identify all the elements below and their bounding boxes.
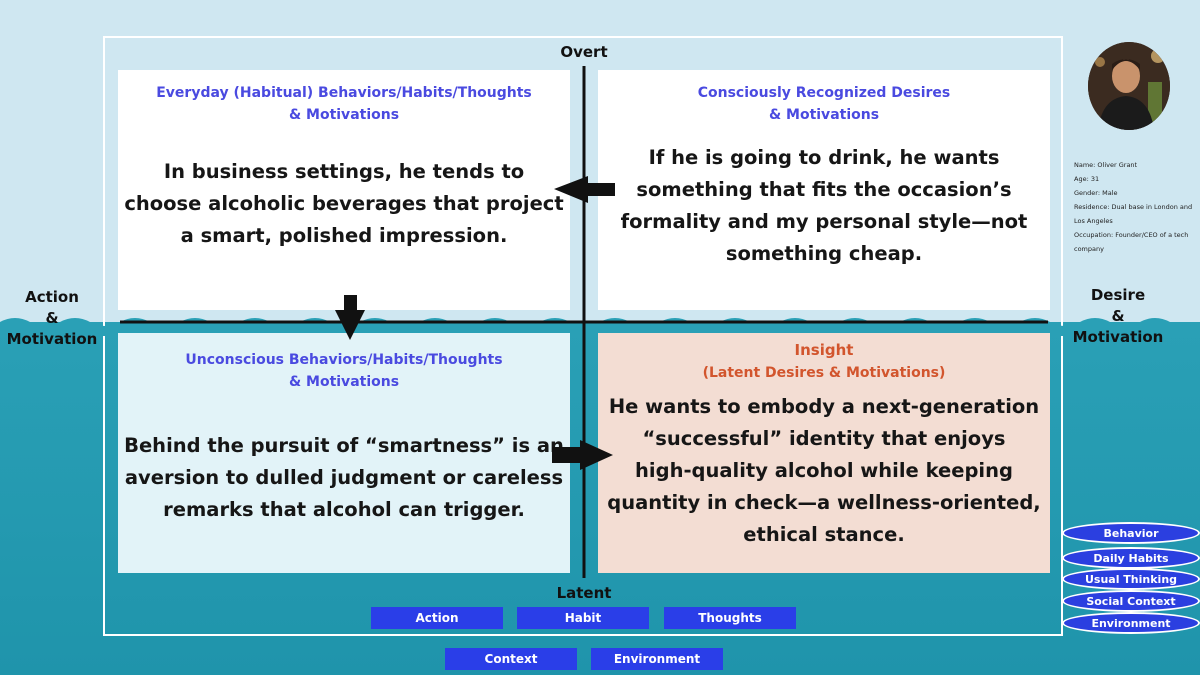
- insight-subtitle: (Latent Desires & Motivations): [702, 365, 946, 381]
- chip-habit: Habit: [517, 607, 649, 629]
- layer-usual-thinking: Usual Thinking: [1062, 568, 1200, 590]
- chip-action: Action: [371, 607, 503, 629]
- layer-environment: Environment: [1062, 612, 1200, 634]
- persona-name: Name: Oliver Grant: [1074, 161, 1138, 169]
- side-label-desire-motivation: Desire & Motivation: [1072, 286, 1164, 346]
- axis-label-latent: Latent: [556, 584, 612, 602]
- quadrant-conscious-desires: Consciously Recognized Desires & Motivat…: [598, 70, 1050, 310]
- chip-thoughts: Thoughts: [664, 607, 796, 629]
- layer-daily-habits: Daily Habits: [1062, 547, 1200, 569]
- insight-title: Insight: [794, 341, 854, 359]
- layer-social-context: Social Context: [1062, 590, 1200, 612]
- quadrant-body: Behind the pursuit of “smartness” is an …: [124, 434, 564, 521]
- chip-context: Context: [445, 648, 577, 670]
- chip-environment: Environment: [591, 648, 723, 670]
- persona-age: Age: 31: [1074, 175, 1100, 183]
- quadrant-body: He wants to embody a next-generation “su…: [607, 395, 1041, 546]
- persona-residence: Residence: Dual base in London and Los A…: [1074, 203, 1193, 225]
- persona-occupation: Occupation: Founder/CEO of a tech compan…: [1074, 231, 1189, 253]
- axis-label-overt: Overt: [560, 43, 608, 61]
- quadrant-body: In business settings, he tends to choose…: [124, 160, 564, 247]
- quadrant-title: Unconscious Behaviors/Habits/Thoughts & …: [185, 352, 503, 390]
- quadrant-unconscious-behaviors: Unconscious Behaviors/Habits/Thoughts & …: [118, 333, 570, 573]
- diagram-frame: [103, 36, 1063, 636]
- persona-details: Name: Oliver Grant Age: 31 Gender: Male …: [1074, 158, 1200, 256]
- side-label-action-motivation: Action & Motivation: [6, 288, 98, 348]
- quadrant-title: Everyday (Habitual) Behaviors/Habits/Tho…: [156, 85, 532, 123]
- persona-avatar: [1088, 42, 1170, 130]
- quadrant-title: Consciously Recognized Desires & Motivat…: [697, 85, 951, 123]
- persona-gender: Gender: Male: [1074, 189, 1118, 197]
- quadrant-insight: Insight (Latent Desires & Motivations) H…: [598, 333, 1050, 573]
- quadrant-habitual-behaviors: Everyday (Habitual) Behaviors/Habits/Tho…: [118, 70, 570, 310]
- layer-behavior: Behavior: [1062, 522, 1200, 544]
- quadrant-body: If he is going to drink, he wants someth…: [620, 146, 1028, 265]
